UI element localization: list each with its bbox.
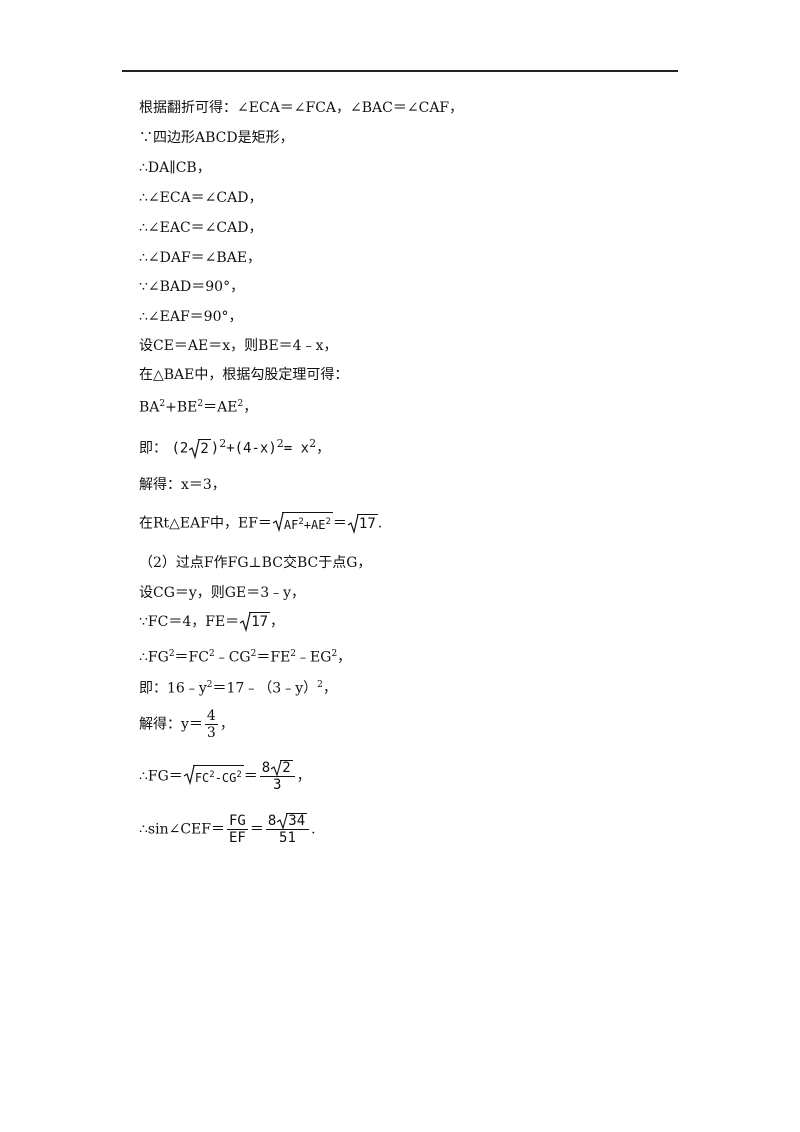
text-line-8: ∴∠EAF＝90°， bbox=[139, 309, 243, 325]
sqrt-af-ae: AF2+AE2 bbox=[272, 512, 333, 535]
text-line-3: ∴DA∥CB， bbox=[139, 160, 211, 176]
solution-x: 解得：x＝3， bbox=[139, 477, 226, 493]
fg-squared-equation: ∴FG2＝FC2﹣CG2＝FE2﹣EG2， bbox=[139, 649, 352, 666]
pythagoras-equation: BA2+BE2＝AE2， bbox=[139, 399, 258, 416]
text-line-4: ∴∠ECA＝∠CAD， bbox=[139, 190, 263, 206]
text-line-10: 在△BAE中，根据勾股定理可得： bbox=[139, 367, 349, 383]
top-rule bbox=[122, 70, 678, 72]
part2-line-2: 设CG＝y，则GE＝3﹣y， bbox=[139, 585, 306, 601]
sqrt-2: 2 bbox=[188, 438, 211, 459]
fc-fe-line: ∵FC＝4，FE＝17， bbox=[139, 612, 285, 632]
sqrt-fc-cg: FC2-CG2 bbox=[183, 765, 244, 788]
text-line-6: ∴∠DAF＝∠BAE， bbox=[139, 250, 262, 266]
substitution-equation-2: 即：16﹣y2＝17﹣（3﹣y）2， bbox=[139, 680, 337, 697]
text-line-2: ∵四边形ABCD是矩形， bbox=[139, 130, 294, 146]
sqrt-17: 17 bbox=[347, 513, 378, 534]
sqrt-17b: 17 bbox=[239, 612, 271, 632]
text-line-7: ∵∠BAD＝90°， bbox=[139, 279, 245, 295]
text-line-1: 根据翻折可得：∠ECA＝∠FCA，∠BAC＝∠CAF， bbox=[139, 100, 464, 116]
part2-line-1: （2）过点F作FG⊥BC交BC于点G， bbox=[139, 555, 372, 571]
text-line-9: 设CE＝AE＝x，则BE＝4﹣x， bbox=[139, 338, 338, 354]
ef-equation: 在Rt△EAF中，EF＝AF2+AE2＝17. bbox=[139, 512, 382, 535]
text-line-5: ∴∠EAC＝∠CAD， bbox=[139, 220, 263, 236]
